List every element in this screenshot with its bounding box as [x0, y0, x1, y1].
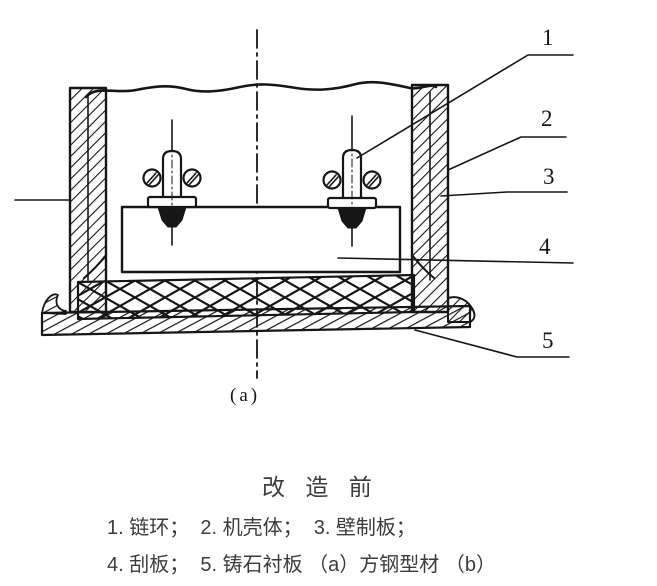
subfigure-label: (a) — [230, 385, 260, 406]
legend-line-2: 4. 刮板； 5. 铸石衬板 （a）方钢型材 （b） — [107, 554, 496, 576]
bottom-plate — [40, 293, 472, 337]
caption-title: 改 造 前 — [262, 474, 379, 500]
callout-2: 2 — [541, 106, 553, 131]
bolt-assembly-left — [142, 119, 202, 246]
technical-drawing: 1 2 3 4 5 (a) — [14, 25, 574, 406]
callout-5: 5 — [542, 328, 554, 353]
callout-3: 3 — [543, 164, 555, 189]
legend-line-1: 1. 链环； 2. 机壳体； 3. 壁制板； — [107, 517, 416, 539]
leader-line-1 — [356, 54, 574, 159]
callout-4: 4 — [539, 234, 551, 259]
leader-line-5 — [414, 329, 570, 358]
bolt-assembly-right — [322, 115, 382, 247]
callout-1: 1 — [542, 25, 554, 50]
leader-line-3 — [440, 191, 568, 197]
right-wall — [410, 83, 476, 323]
left-wall — [68, 86, 108, 314]
leader-line-2 — [447, 136, 567, 171]
surface-wave-line — [84, 80, 438, 99]
leader-line-4 — [337, 257, 574, 264]
